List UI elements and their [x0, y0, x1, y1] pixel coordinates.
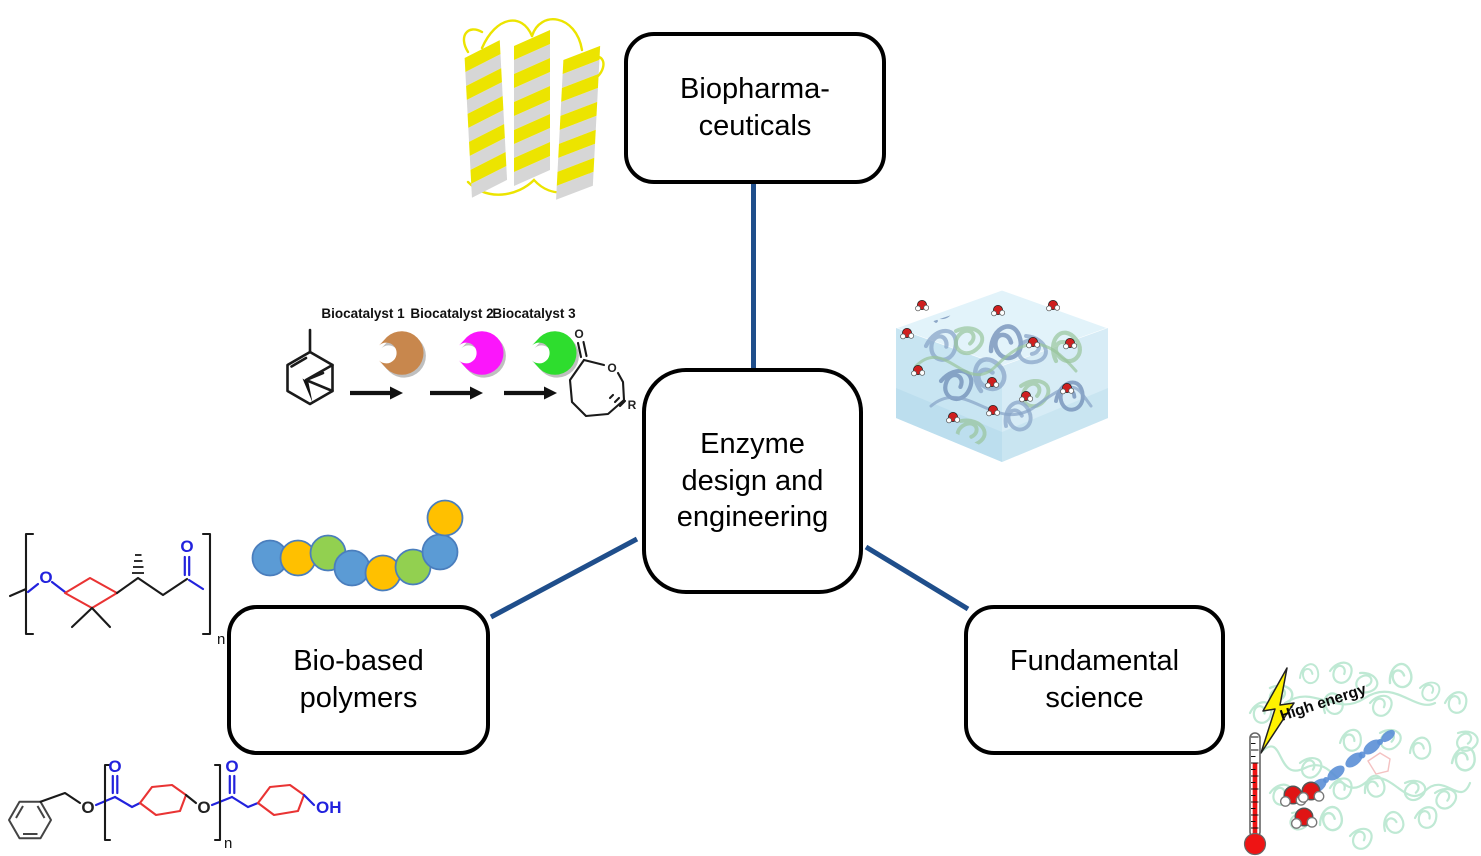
- lactone-structure: O O R: [568, 327, 637, 418]
- bead-chain-group: [251, 499, 464, 592]
- biocatalyst-1-icon: [379, 331, 426, 378]
- node-biopharmaceuticals: Biopharma- ceuticals: [624, 32, 886, 184]
- node-enzyme-design: Enzyme design and engineering: [642, 368, 863, 594]
- carbonyl-oxygen: O: [180, 537, 193, 556]
- reaction-arrow-1: [350, 386, 403, 400]
- lactone-r-group: R: [628, 398, 637, 412]
- ether-oxygen: O: [39, 568, 52, 587]
- thermometer-icon: [1243, 732, 1267, 856]
- right-bracket: [213, 763, 222, 842]
- cyclobutane-ring: [63, 576, 119, 610]
- protein-ribbon-illustration: [462, 18, 605, 202]
- node-fundamental-science: Fundamental science: [964, 605, 1225, 755]
- repeat-subscript: n: [224, 835, 232, 852]
- node-biobased-polymers: Bio-based polymers: [227, 605, 490, 755]
- hashed-methyl: [132, 554, 144, 574]
- reaction-arrow-3: [504, 386, 557, 400]
- left-bracket: [24, 532, 35, 636]
- biocatalyst-3-icon: [532, 331, 579, 378]
- carbonyl-oxygen-2: O: [225, 757, 238, 776]
- bead-orange: [364, 554, 402, 592]
- enzyme-coil-illustration: [1248, 659, 1481, 853]
- biocatalysis-scheme: Biocatalyst 1 Biocatalyst 2 Biocatalyst …: [286, 306, 637, 418]
- carbonyl-oxygen-1: O: [108, 757, 121, 776]
- repeat-subscript: n: [217, 631, 225, 648]
- polymer-repeat-unit-structure: O O n: [8, 532, 225, 648]
- node-biobased-polymers-label: Bio-based polymers: [293, 645, 424, 714]
- biocatalyst-3-label: Biocatalyst 3: [492, 306, 576, 321]
- hydroxyl-group: OH: [316, 798, 342, 817]
- left-bracket: [103, 763, 112, 842]
- bead-chain-illustration: [251, 499, 464, 592]
- biocatalyst-1-label: Biocatalyst 1: [321, 306, 405, 321]
- lightning-bolt-icon: [1260, 667, 1295, 754]
- right-bracket: [201, 532, 212, 636]
- bead-blue: [421, 533, 459, 571]
- enzyme-energy-illustration: High energy: [1243, 659, 1481, 856]
- water-molecule-icons: [1279, 781, 1325, 829]
- connector-right: [864, 544, 970, 612]
- bead-orange: [279, 539, 317, 577]
- lactone-carbonyl-o: O: [574, 327, 583, 341]
- node-fundamental-science-label: Fundamental science: [1009, 645, 1180, 714]
- ester-oxygen-1: O: [81, 798, 94, 817]
- biocatalyst-2-icon: [459, 331, 506, 378]
- red-ring-2: [256, 783, 306, 817]
- simulation-box-illustration: [894, 289, 1110, 462]
- biocatalyst-2-label: Biocatalyst 2: [410, 306, 493, 321]
- polymer-chain-structure: O O O n O OH: [8, 757, 342, 852]
- reaction-arrow-2: [430, 386, 483, 400]
- bead-blue: [333, 549, 371, 587]
- red-ring-1: [138, 783, 188, 817]
- pinene-structure: [286, 328, 334, 406]
- lactone-ring-o: O: [607, 361, 616, 375]
- ester-oxygen-2: O: [197, 798, 210, 817]
- benzyl-group: [8, 791, 82, 840]
- node-biopharmaceuticals-label: Biopharma- ceuticals: [680, 73, 830, 142]
- node-enzyme-design-label: Enzyme design and engineering: [676, 428, 829, 534]
- connector-left: [489, 536, 639, 620]
- helix-bundle-icon: [463, 30, 601, 202]
- bead-orange: [426, 499, 464, 537]
- solvated-proteins-icon: [914, 298, 1093, 453]
